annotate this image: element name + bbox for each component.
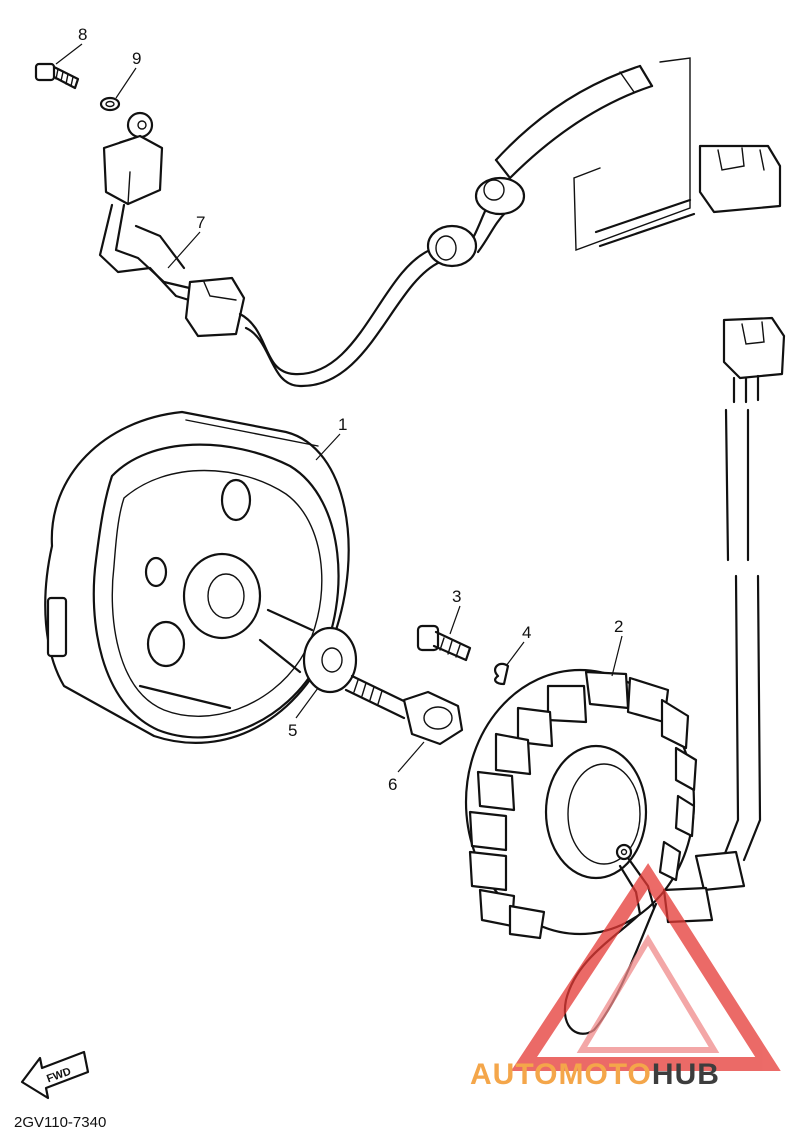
callout-label: 3 <box>452 587 461 606</box>
fwd-arrow: FWD <box>20 1050 90 1100</box>
part-6-bolt <box>344 674 464 746</box>
diagram-part-code: 2GV110-7340 <box>14 1114 107 1131</box>
callout-label: 8 <box>78 25 87 44</box>
part-5-washer <box>302 626 358 694</box>
part-7-pickup-coil-harness <box>98 64 654 388</box>
part-8-screw <box>34 62 80 90</box>
part-3-bolt <box>416 624 472 662</box>
watermark-text-part-b: HUB <box>651 1058 720 1091</box>
connector-detail-box <box>573 57 782 251</box>
watermark-text-part-a: AUTOMOTO <box>470 1058 652 1091</box>
callout-label: 7 <box>196 213 205 232</box>
callout-8: 8 <box>55 25 87 65</box>
callout-label: 4 <box>522 623 531 642</box>
callout-label: 2 <box>614 617 623 636</box>
callout-1: 1 <box>315 415 347 461</box>
callout-9: 9 <box>115 49 141 99</box>
part-2-stator <box>464 668 698 940</box>
callout-6: 6 <box>388 741 425 794</box>
callout-label: 6 <box>388 775 397 794</box>
callout-5: 5 <box>288 687 319 740</box>
callout-label: 1 <box>338 415 347 434</box>
callout-label: 5 <box>288 721 297 740</box>
watermark-text: AUTOMOTOHUB <box>470 1058 720 1092</box>
watermark-logo-icon <box>510 863 781 1071</box>
callout-label: 9 <box>132 49 141 68</box>
callout-4: 4 <box>505 623 531 667</box>
part-1-rotor <box>44 410 350 744</box>
callout-2: 2 <box>611 617 623 677</box>
callout-7: 7 <box>167 213 205 269</box>
part-9-washer <box>99 96 121 112</box>
part-4-washer <box>493 662 510 686</box>
callout-3: 3 <box>449 587 461 635</box>
